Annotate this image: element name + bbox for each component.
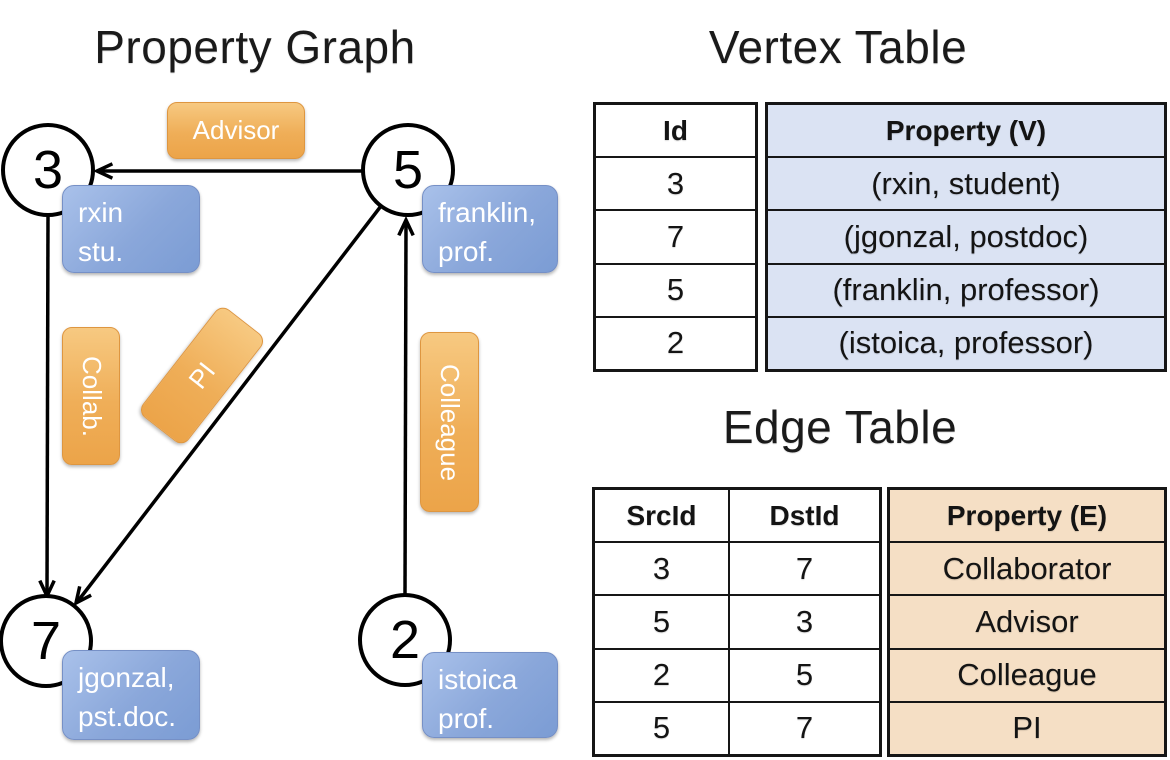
edge-table: SrcId DstId 3 7 5 3 2 5 5 7 Property (E)…	[592, 487, 1167, 757]
edge-table-header-dstid-text: DstId	[769, 499, 840, 531]
edge-label-collab: Collab.	[62, 327, 120, 465]
edge-srcid-text: 5	[652, 604, 671, 639]
vertex-table-title: Vertex Table	[708, 21, 968, 73]
table-row: 2 5	[595, 649, 879, 703]
edge-property-cell: Advisor	[975, 604, 1079, 639]
vertex-id-cell: 2	[666, 325, 685, 361]
vertex-prop-rxin-line2: stu.	[78, 235, 124, 267]
edge-srcid-text: 2	[652, 657, 671, 693]
edge-srcid-text: 5	[652, 710, 671, 746]
vertex-property-cell: (franklin, professor)	[832, 272, 1100, 308]
edge-label-collab-text: Collab.	[76, 355, 107, 437]
edge-srcid-cell: 5	[595, 596, 730, 648]
edge-dstid-text: 3	[795, 604, 814, 639]
table-row: (istoica, professor)	[768, 318, 1164, 369]
arrowhead-up-icon	[397, 215, 415, 237]
table-row: (rxin, student)	[768, 158, 1164, 212]
table-row: Advisor	[890, 596, 1164, 650]
node-3-label: 3	[32, 140, 64, 200]
table-row: Collaborator	[890, 543, 1164, 597]
edge-srcid-cell: 2	[595, 649, 730, 701]
edge-property-cell: PI	[1012, 710, 1042, 746]
vertex-prop-jgonzal-line1: jgonzal,	[78, 662, 175, 693]
edge-table-header-row: SrcId DstId	[595, 490, 879, 544]
node-5-label: 5	[392, 140, 424, 200]
vertex-id-cell: 3	[666, 165, 685, 201]
edge-collab-line	[45, 215, 50, 593]
edge-table-header-srcid: SrcId	[595, 490, 730, 542]
vertex-prop-istoica: istoica prof.	[422, 652, 558, 738]
vertex-prop-franklin-line1: franklin,	[438, 197, 537, 228]
vertex-prop-franklin-line2: prof.	[438, 235, 495, 267]
vertex-prop-jgonzal-line2: pst.doc.	[78, 700, 177, 732]
edge-dstid-text: 5	[795, 657, 814, 693]
edge-dstid-cell: 5	[730, 650, 879, 701]
edge-dstid-text: 7	[795, 550, 814, 586]
edge-table-id-columns: SrcId DstId 3 7 5 3 2 5 5 7	[592, 487, 882, 757]
edge-table-header-srcid-text: SrcId	[626, 499, 697, 531]
edge-dstid-text: 7	[795, 710, 814, 746]
table-row: (franklin, professor)	[768, 265, 1164, 318]
table-row: 2	[596, 318, 755, 369]
edge-property-cell: Collaborator	[942, 550, 1112, 586]
table-row: Colleague	[890, 650, 1164, 703]
vertex-table-header-id: Id	[596, 105, 755, 159]
edge-dstid-cell: 7	[730, 703, 879, 754]
arrowhead-left-icon	[92, 162, 114, 180]
vertex-property-cell: (rxin, student)	[871, 165, 1061, 201]
vertex-table-header-id-text: Id	[663, 114, 688, 146]
node-2-label: 2	[389, 610, 421, 670]
table-row: PI	[890, 703, 1164, 754]
edge-property-cell: Colleague	[957, 657, 1097, 693]
table-row: 7	[596, 211, 755, 265]
edge-label-colleague: Colleague	[420, 332, 479, 512]
vertex-id-cell: 5	[666, 272, 685, 308]
vertex-prop-franklin: franklin, prof.	[422, 185, 558, 273]
edge-label-pi-text: PI	[182, 356, 221, 395]
vertex-prop-rxin: rxin stu.	[62, 185, 200, 273]
vertex-prop-istoica-line1: istoica	[438, 664, 518, 695]
edge-table-header-dstid: DstId	[730, 490, 879, 541]
edge-table-header-property: Property (E)	[890, 490, 1164, 544]
edge-table-header-property-text: Property (E)	[946, 499, 1108, 531]
edge-label-pi: PI	[136, 303, 268, 448]
table-row: 5	[596, 265, 755, 318]
edge-dstid-cell: 7	[730, 543, 879, 594]
edge-label-advisor-text: Advisor	[192, 115, 280, 145]
table-row: 3 7	[595, 543, 879, 597]
vertex-table-id-column: Id 3 7 5 2	[593, 102, 758, 372]
vertex-prop-jgonzal: jgonzal, pst.doc.	[62, 650, 200, 740]
table-row: 3	[596, 158, 755, 212]
node-7-label: 7	[30, 611, 62, 671]
edge-label-colleague-text: Colleague	[435, 363, 465, 481]
vertex-table-property-column: Property (V) (rxin, student) (jgonzal, p…	[765, 102, 1167, 372]
edge-colleague-line	[403, 223, 408, 595]
vertex-table-header-property: Property (V)	[768, 105, 1164, 159]
arrowhead-down-icon	[38, 579, 56, 601]
edge-label-advisor: Advisor	[167, 102, 305, 159]
vertex-prop-istoica-line2: prof.	[438, 702, 495, 734]
edge-srcid-cell: 3	[595, 543, 730, 595]
vertex-table: Id 3 7 5 2 Property (V) (rxin, student) …	[593, 102, 1167, 372]
vertex-property-cell: (jgonzal, postdoc)	[843, 219, 1089, 254]
edge-table-property-column: Property (E) Collaborator Advisor Collea…	[887, 487, 1167, 757]
edge-table-title: Edge Table	[722, 401, 958, 453]
vertex-id-cell: 7	[666, 219, 685, 254]
vertex-table-header-property-text: Property (V)	[885, 114, 1047, 146]
table-row: (jgonzal, postdoc)	[768, 211, 1164, 265]
vertex-prop-rxin-line1: rxin	[78, 197, 124, 228]
table-row: 5 3	[595, 596, 879, 650]
property-graph-title: Property Graph	[94, 21, 416, 73]
vertex-property-cell: (istoica, professor)	[838, 325, 1094, 361]
edge-dstid-cell: 3	[730, 596, 879, 647]
edge-srcid-cell: 5	[595, 702, 730, 755]
edge-srcid-text: 3	[652, 550, 671, 586]
table-row: 5 7	[595, 702, 879, 755]
